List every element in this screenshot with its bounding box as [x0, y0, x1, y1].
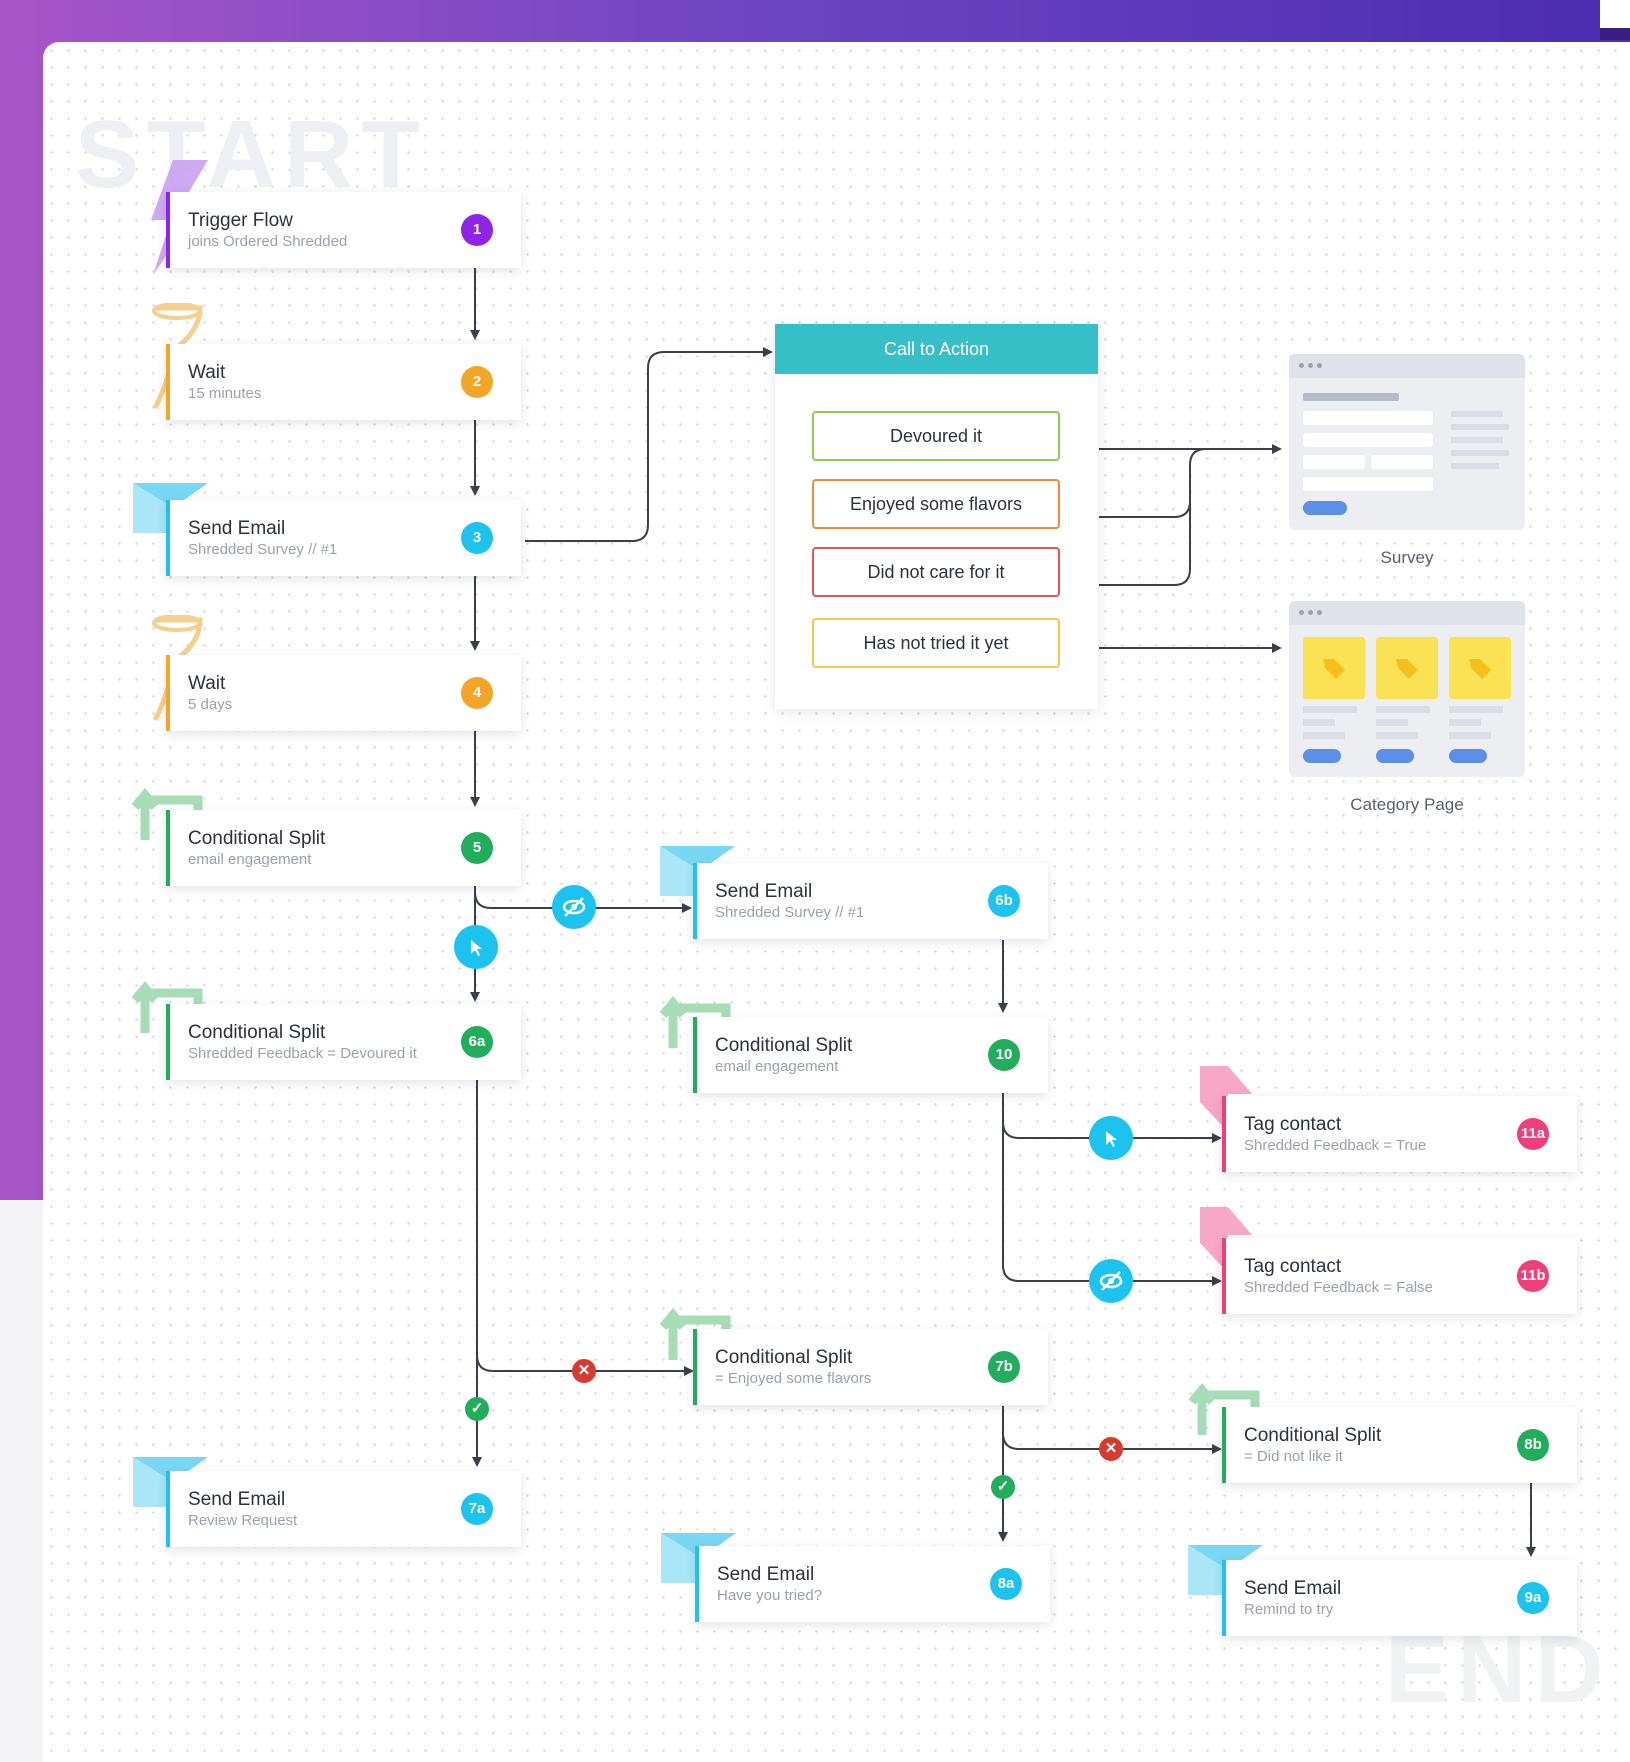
step-title: Conditional Split: [188, 1022, 326, 1043]
step-title: Conditional Split: [715, 1347, 853, 1368]
step-subtitle: Remind to try: [1244, 1601, 1334, 1618]
step-title: Send Email: [1244, 1578, 1342, 1599]
window-corner: [1600, 0, 1630, 28]
step-title: Send Email: [715, 881, 813, 902]
tag-icon: [1449, 637, 1511, 699]
envelope-icon: [133, 1457, 208, 1507]
step-subtitle: Shredded Survey // #1: [715, 904, 865, 921]
step-badge: 8a: [990, 1568, 1022, 1600]
flow-step-2[interactable]: Wait 15 minutes 2: [166, 344, 521, 420]
survey-page-mockup[interactable]: [1289, 354, 1525, 530]
flow-step-11b[interactable]: Tag contact Shredded Feedback = False 11…: [1222, 1238, 1577, 1314]
call-to-action-card[interactable]: Call to Action Devoured it Enjoyed some …: [775, 324, 1098, 709]
browser-bar: [1289, 601, 1525, 625]
step-badge: 7b: [988, 1351, 1020, 1383]
survey-label: Survey: [1380, 548, 1434, 567]
flow-step-11a[interactable]: Tag contact Shredded Feedback = True 11a: [1222, 1096, 1577, 1172]
pointer-click-icon[interactable]: [454, 925, 498, 969]
step-badge: 1: [461, 214, 493, 246]
cta-button-did-not-care[interactable]: Did not care for it: [812, 547, 1060, 597]
split-arrows-icon: [1188, 1382, 1260, 1435]
step-subtitle: Shredded Feedback = True: [1244, 1137, 1427, 1154]
step-title: Wait: [188, 673, 226, 694]
step-subtitle: Shredded Survey // #1: [188, 541, 338, 558]
flow-step-5[interactable]: Conditional Split email engagement 5: [166, 810, 521, 886]
edge-7b-8b: [1002, 1406, 1222, 1454]
step-badge: 2: [461, 366, 493, 398]
edge-6a-7b: [476, 1078, 694, 1376]
pointer-click-icon[interactable]: [1089, 1116, 1133, 1160]
x-icon[interactable]: ✕: [1099, 1437, 1123, 1461]
step-subtitle: email engagement: [188, 851, 312, 868]
step-subtitle: 15 minutes: [188, 385, 262, 402]
step-title: Trigger Flow: [188, 210, 293, 231]
flow-step-6a[interactable]: Conditional Split Shredded Feedback = De…: [166, 1004, 521, 1080]
step-subtitle: = Enjoyed some flavors: [715, 1370, 872, 1387]
category-page-mockup[interactable]: [1289, 601, 1525, 777]
tag-icon: [1376, 637, 1438, 699]
step-title: Tag contact: [1244, 1256, 1342, 1277]
eye-slash-icon[interactable]: [1089, 1259, 1133, 1303]
check-icon[interactable]: ✓: [991, 1475, 1015, 1499]
flow-step-9a[interactable]: Send Email Remind to try 9a: [1222, 1560, 1577, 1636]
step-title: Wait: [188, 362, 226, 383]
window-corner-shadow: [1600, 28, 1630, 40]
edge-10-11b: [1002, 1093, 1222, 1286]
step-badge: 11b: [1517, 1260, 1549, 1292]
step-title: Tag contact: [1244, 1114, 1342, 1135]
step-title: Conditional Split: [715, 1035, 853, 1056]
envelope-icon: [660, 846, 735, 896]
x-icon[interactable]: ✕: [572, 1359, 596, 1383]
envelope-icon: [661, 1533, 736, 1583]
step-badge: 7a: [461, 1493, 493, 1525]
step-subtitle: Shredded Feedback = Devoured it: [188, 1045, 417, 1062]
step-subtitle: Have you tried?: [717, 1587, 823, 1604]
envelope-icon: [1188, 1545, 1263, 1595]
cta-button-not-tried[interactable]: Has not tried it yet: [812, 618, 1060, 668]
cta-button-enjoyed[interactable]: Enjoyed some flavors: [812, 479, 1060, 529]
step-badge: 11a: [1517, 1118, 1549, 1150]
step-title: Conditional Split: [1244, 1425, 1382, 1446]
envelope-icon: [133, 483, 208, 533]
step-badge: 4: [461, 677, 493, 709]
step-subtitle: = Did not like it: [1244, 1448, 1343, 1465]
step-subtitle: 5 days: [188, 696, 233, 713]
flow-step-10[interactable]: Conditional Split email engagement 10: [693, 1017, 1048, 1093]
step-badge: 9a: [1517, 1582, 1549, 1614]
step-subtitle: joins Ordered Shredded: [188, 233, 348, 250]
split-arrows-icon: [131, 980, 203, 1033]
category-page-label: Category Page: [1350, 795, 1464, 814]
tag-icon: [1303, 637, 1365, 699]
flow-step-7a[interactable]: Send Email Review Request 7a: [166, 1471, 521, 1547]
step-badge: 10: [988, 1039, 1020, 1071]
step-subtitle: email engagement: [715, 1058, 839, 1075]
check-icon[interactable]: ✓: [465, 1397, 489, 1421]
step-title: Send Email: [717, 1564, 815, 1585]
edge-3-cta: [525, 347, 773, 542]
browser-bar: [1289, 354, 1525, 378]
flow-step-1[interactable]: Trigger Flow joins Ordered Shredded 1: [166, 192, 521, 268]
step-badge: 8b: [1517, 1429, 1549, 1461]
step-title: Send Email: [188, 518, 286, 539]
cta-button-devoured[interactable]: Devoured it: [812, 411, 1060, 461]
flow-step-3[interactable]: Send Email Shredded Survey // #1 3: [166, 500, 521, 576]
step-subtitle: Shredded Feedback = False: [1244, 1279, 1433, 1296]
step-badge: 3: [461, 522, 493, 554]
step-title: Conditional Split: [188, 828, 326, 849]
flow-step-6b[interactable]: Send Email Shredded Survey // #1 6b: [693, 863, 1048, 939]
step-title: Send Email: [188, 1489, 286, 1510]
cta-title: Call to Action: [775, 324, 1098, 374]
flow-step-4[interactable]: Wait 5 days 4: [166, 655, 521, 731]
step-subtitle: Review Request: [188, 1512, 298, 1529]
eye-slash-icon[interactable]: [552, 885, 596, 929]
edge-5-6b: [474, 886, 692, 913]
step-badge: 5: [461, 832, 493, 864]
flow-step-8b[interactable]: Conditional Split = Did not like it 8b: [1222, 1407, 1577, 1483]
start-watermark: START: [75, 101, 428, 208]
step-badge: 6b: [988, 885, 1020, 917]
flow-step-8a[interactable]: Send Email Have you tried? 8a: [695, 1546, 1050, 1622]
flow-step-7b[interactable]: Conditional Split = Enjoyed some flavors…: [693, 1329, 1048, 1405]
step-badge: 6a: [461, 1026, 493, 1058]
edge-cta3-survey: [1099, 465, 1191, 586]
